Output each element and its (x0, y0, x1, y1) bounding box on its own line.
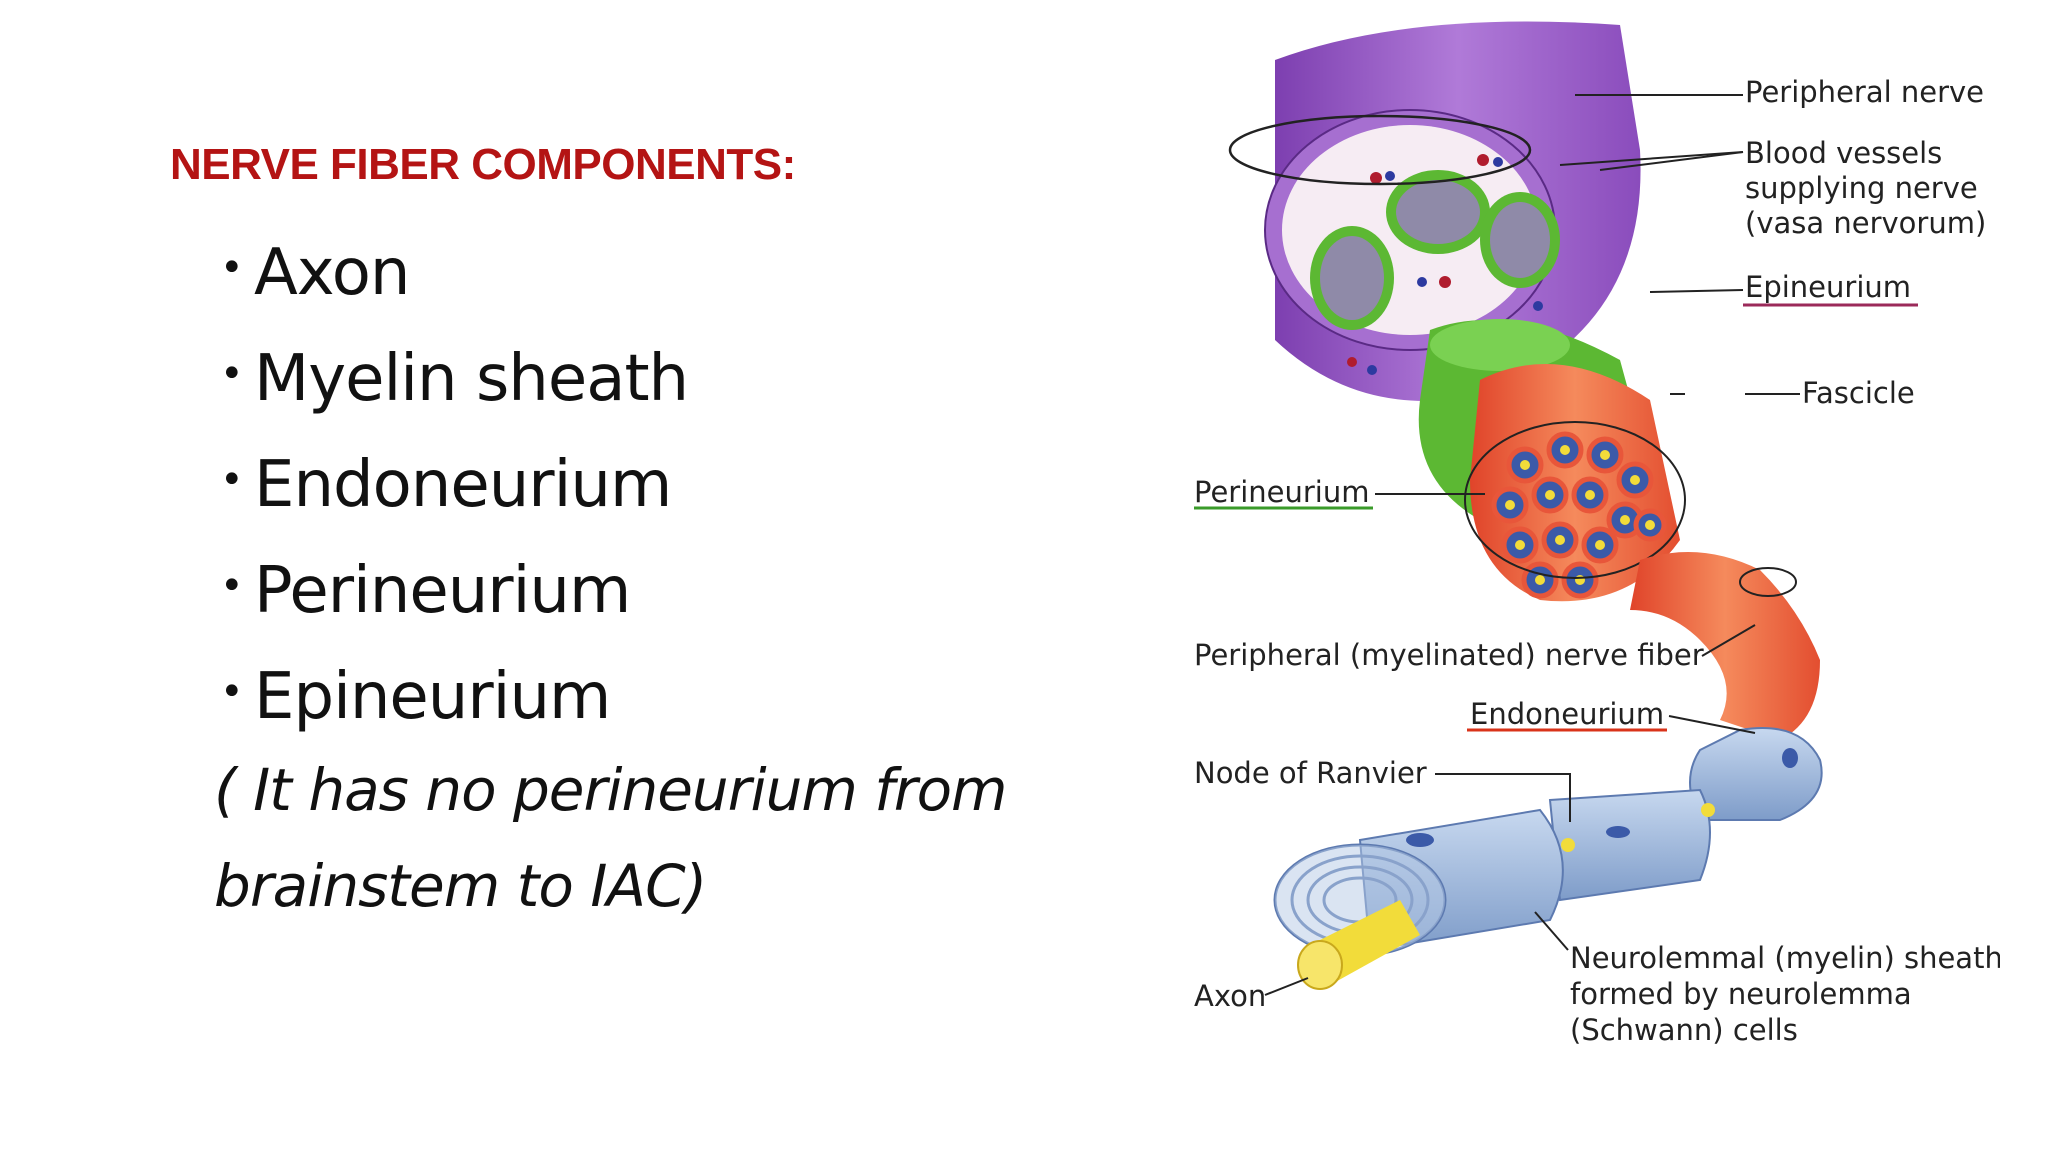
bullet-dot-icon: • (220, 245, 244, 291)
label-blood-vessels-line3: (vasa nervorum) (1745, 206, 1986, 240)
label-sheath-line2: formed by neurolemma (1570, 977, 1912, 1011)
leader-lines (1264, 94, 1800, 996)
label-axon: Axon (1194, 979, 1266, 1013)
bullet-dot-icon: • (220, 351, 244, 397)
bullet-text: Myelin sheath (254, 342, 689, 416)
nerve-fiber-bundle (1464, 364, 1686, 602)
bullet-dot-icon: • (220, 563, 244, 609)
bullet-text: Endoneurium (254, 448, 672, 522)
bullet-text: Axon (254, 236, 410, 310)
label-perineurium: Perineurium (1194, 475, 1370, 509)
note-text: ( It has no perineurium from brainstem t… (214, 756, 1008, 920)
bullet-list: •Axon •Myelin sheath •Endoneurium •Perin… (214, 220, 689, 750)
label-fascicle: Fascicle (1802, 376, 1915, 410)
axon-core (1297, 900, 1420, 990)
label-epineurium: Epineurium (1745, 270, 1911, 304)
myelinated-axon (1273, 727, 1823, 990)
fascicle-cross-sections (1310, 170, 1560, 330)
bullet-text: Epineurium (254, 660, 611, 734)
bullet-item: •Perineurium (214, 538, 688, 644)
bullet-item: •Endoneurium (214, 432, 688, 538)
bullet-dot-icon: • (220, 457, 244, 503)
label-nerve-fiber: Peripheral (myelinated) nerve fiber (1194, 638, 1704, 672)
epineurium-shape (1228, 21, 1641, 401)
bullet-item: •Axon (214, 220, 688, 326)
label-sheath-line1: Neurolemmal (myelin) sheath (1570, 941, 2000, 975)
label-endoneurium: Endoneurium (1470, 697, 1664, 731)
bullet-dot-icon: • (220, 669, 244, 715)
label-blood-vessels-line1: Blood vessels (1745, 136, 1942, 170)
label-node-of-ranvier: Node of Ranvier (1194, 756, 1427, 790)
nerve-anatomy-diagram: Peripheral nerve Blood vessels supplying… (1194, 21, 2000, 1047)
bullet-item: •Epineurium (214, 644, 688, 750)
label-sheath-line3: (Schwann) cells (1570, 1013, 1798, 1047)
bullet-item: •Myelin sheath (214, 326, 689, 432)
label-blood-vessels-line2: supplying nerve (1745, 171, 1978, 205)
blood-vessel-dots (1347, 154, 1543, 375)
single-fiber-endoneurium (1630, 552, 1820, 740)
label-underlines (1194, 303, 1918, 732)
slide-heading: NERVE FIBER COMPONENTS: (170, 140, 796, 189)
bullet-text: Perineurium (254, 554, 631, 628)
label-peripheral-nerve: Peripheral nerve (1745, 75, 1984, 109)
